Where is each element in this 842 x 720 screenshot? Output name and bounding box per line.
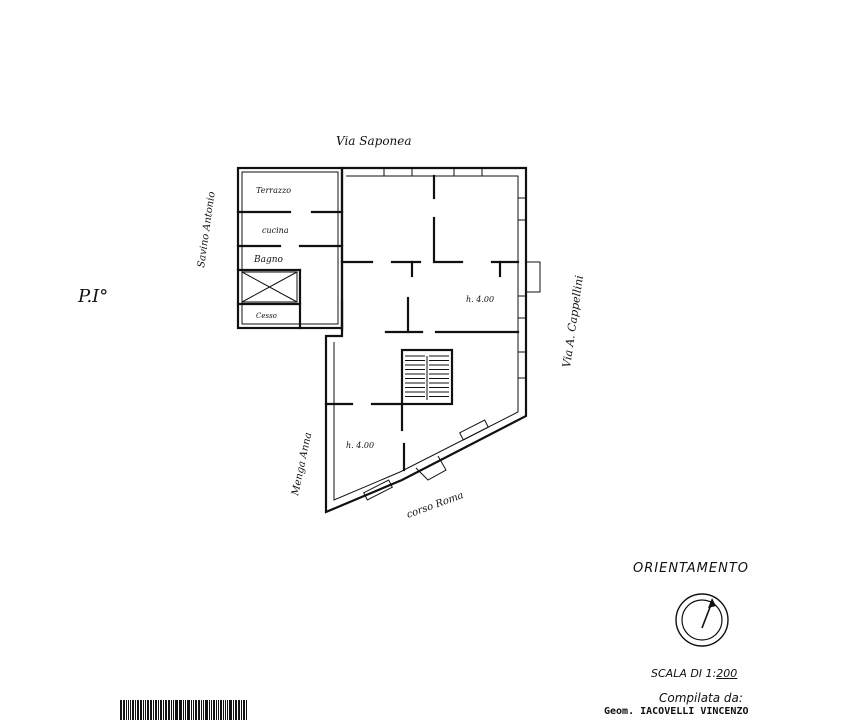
barcode-bar [243,700,245,720]
barcode [120,700,247,720]
entrance [415,455,447,481]
barcode-bar [187,700,190,720]
barcode-bar [128,700,129,720]
window [453,167,483,177]
window [459,419,489,441]
barcode-bar [238,700,240,720]
barcode-bar [205,700,208,720]
barcode-bar [168,700,170,720]
barcode-bar [143,700,144,720]
barcode-bar [120,700,122,720]
barcode-bar [132,700,134,720]
room-label-terrace: Terrazzo [256,186,291,195]
barcode-bar [171,700,172,720]
room-label-closet: Cesso [256,312,277,320]
barcode-bar [225,700,226,720]
window [517,351,527,379]
barcode-bar [165,700,167,720]
window [517,197,527,221]
barcode-bar [220,700,222,720]
annex-outline-inner [241,171,339,325]
barcode-bar [211,700,212,720]
barcode-bar [130,700,131,720]
barcode-bar [241,700,242,720]
orientation-title: ORIENTAMENTO [633,561,750,576]
room-label-kitchen: cucina [262,226,289,235]
barcode-bar [173,700,174,720]
floor-label: P.I° [77,286,108,307]
stair-well [400,348,454,406]
barcode-bar [126,700,127,720]
barcode-bar [175,700,178,720]
barcode-bar [233,700,234,720]
barcode-bar [179,700,182,720]
barcode-bar [150,700,152,720]
barcode-bar [145,700,146,720]
scale-prefix: SCALA DI 1: [651,667,717,680]
building-outline-inner [333,175,519,501]
barcode-bar [191,700,192,720]
barcode-bar [201,700,202,720]
barcode-bar [185,700,186,720]
building-outline [324,166,528,514]
barcode-bar [229,700,232,720]
barcode-bar [135,700,136,720]
barcode-bar [163,700,164,720]
barcode-bar [213,700,215,720]
street-east: Via A. Cappellini [560,275,586,369]
barcode-bar [235,700,237,720]
barcode-bar [155,700,157,720]
barcode-bar [147,700,149,720]
barcode-bar [223,700,224,720]
barcode-bar [209,700,210,720]
compiled-by-label: Compilata da: [659,691,743,705]
street-west-lower: Menga Anna [290,431,314,497]
window [517,295,527,319]
street-west-upper: Savino Antonio [196,191,218,268]
room-label-bathroom: Bagno [253,255,284,265]
barcode-bar [227,700,228,720]
barcode-bar [193,700,194,720]
barcode-bar [246,700,247,720]
barcode-bar [198,700,200,720]
balcony [525,261,541,293]
barcode-bar [137,700,139,720]
height-lower: h. 4.00 [346,441,374,450]
window [363,479,393,501]
street-south: corso Roma [405,490,465,521]
barcode-bar [203,700,204,720]
barcode-bar [160,700,162,720]
barcode-bar [123,700,125,720]
author-name: Geom. IACOVELLI VINCENZO [604,706,749,717]
window [383,167,413,177]
scale-value: 200 [716,667,738,680]
scale-label: SCALA DI 1:200 [651,667,737,680]
barcode-bar [218,700,219,720]
light-shaft-cross [241,271,298,303]
height-upper: h. 4.00 [466,295,494,304]
barcode-bar [216,700,217,720]
barcode-bar [158,700,159,720]
barcode-bar [183,700,184,720]
barcode-bar [140,700,142,720]
barcode-bar [195,700,197,720]
compass-icon [675,593,729,647]
stair-treads [405,355,449,397]
street-north: Via Saponea [336,134,412,148]
barcode-bar [153,700,154,720]
light-shaft [241,271,298,303]
